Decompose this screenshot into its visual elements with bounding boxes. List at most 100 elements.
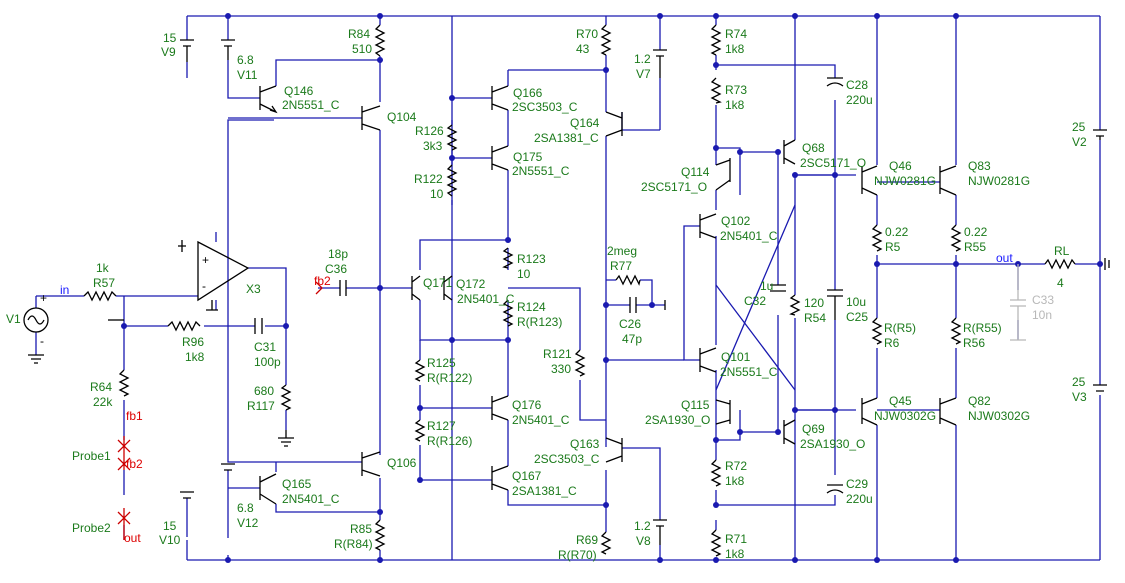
r72-value: 1k8 <box>725 474 745 488</box>
r57-name: R57 <box>93 276 115 290</box>
q69-name: Q69 <box>802 422 825 436</box>
battery-v9-symbol <box>180 39 194 62</box>
capacitor-c31-symbol <box>254 318 263 334</box>
resistor-r127-symbol <box>414 419 426 442</box>
r55-value: 0.22 <box>964 225 988 239</box>
v7-value: 1.2 <box>634 52 651 66</box>
q166-part: 2SC3503_C <box>512 100 578 114</box>
v12-name: V12 <box>237 516 259 530</box>
r117-name: R117 <box>247 399 275 413</box>
r69-value: R(R70) <box>558 548 597 562</box>
probe1-name: Probe1 <box>72 449 111 463</box>
probe2-name: Probe2 <box>72 521 111 535</box>
battery-v8-symbol <box>653 519 667 545</box>
q45-name: Q45 <box>889 394 912 408</box>
v8-name: V8 <box>636 534 651 548</box>
q146-part: 2N5551_C <box>282 98 340 112</box>
c31-name: C31 <box>254 340 276 354</box>
q114-name: Q114 <box>681 165 710 179</box>
r71-name: R71 <box>725 532 747 546</box>
resistor-r72-symbol <box>710 459 722 487</box>
r121-name: R121 <box>543 347 572 361</box>
r74-name: R74 <box>725 27 747 41</box>
battery-v3-symbol <box>1093 384 1107 392</box>
v8-value: 1.2 <box>634 519 651 533</box>
q102-name: Q102 <box>721 214 751 228</box>
r127-value: R(R126) <box>427 434 472 448</box>
v11-value: 6.8 <box>237 53 254 67</box>
v2-name: V2 <box>1072 135 1087 149</box>
v2-value: 25 <box>1072 120 1086 134</box>
resistor-r123-symbol <box>502 247 514 269</box>
capacitor-c26-symbol <box>629 297 637 313</box>
r124-value: R(R123) <box>517 315 562 329</box>
c26-value: 47p <box>622 332 642 346</box>
resistor-r126-symbol <box>446 124 458 151</box>
q106-name: Q106 <box>387 456 417 470</box>
c28-name: C28 <box>846 78 868 92</box>
q175-name: Q175 <box>513 150 543 164</box>
svg-text:+: + <box>40 291 47 305</box>
capacitor-c28-symbol <box>826 77 844 87</box>
r124-name: R124 <box>517 300 546 314</box>
opamp-x3-symbol <box>197 240 250 302</box>
q164-name: Q164 <box>570 116 600 130</box>
r123-value: 10 <box>517 267 531 281</box>
q46-name: Q46 <box>889 159 912 173</box>
q101-part: 2N5551_C <box>720 365 778 379</box>
r125-value: R(R122) <box>427 371 472 385</box>
resistor-r117-symbol <box>280 384 292 411</box>
q164-part: 2SA1381_C <box>534 131 599 145</box>
battery-v10-symbol <box>180 491 194 499</box>
resistor-r55-symbol <box>950 224 962 252</box>
svg-text:-: - <box>202 279 206 293</box>
junctions <box>121 13 1103 563</box>
resistor-r124-symbol <box>502 299 514 327</box>
capacitor-c32-symbol <box>770 284 786 292</box>
r96-value: 1k8 <box>185 350 205 364</box>
rl-name: RL <box>1054 244 1070 258</box>
c29-name: C29 <box>846 477 868 491</box>
r77-name: R77 <box>610 259 632 273</box>
v10-name: V10 <box>159 533 181 547</box>
r6-value: R(R5) <box>884 321 916 335</box>
r64-name: R64 <box>90 380 112 394</box>
node-fb2-cap: fb2 <box>314 274 331 288</box>
resistor-r74-symbol <box>710 24 722 56</box>
battery-v12-symbol <box>221 463 235 471</box>
r5-value: 0.22 <box>885 225 909 239</box>
q172-part: 2N5401_C <box>457 292 515 306</box>
node-in: in <box>60 283 69 297</box>
labels: 15 V9 6.8 V11 15 V10 6.8 V12 V1 R84 510 … <box>6 27 1087 562</box>
v1-name: V1 <box>6 312 21 326</box>
wiring <box>35 15 1101 561</box>
r6-name: R6 <box>884 336 900 350</box>
v12-value: 6.8 <box>237 501 254 515</box>
r5-name: R5 <box>885 240 901 254</box>
q165-part: 2N5401_C <box>282 492 340 506</box>
resistor-r84-symbol <box>374 24 386 57</box>
node-out-main: out <box>996 251 1013 265</box>
rl-value: 4 <box>1057 276 1064 290</box>
r54-name: R54 <box>804 311 826 325</box>
r73-value: 1k8 <box>725 98 745 112</box>
resistor-r85-symbol <box>374 519 386 551</box>
capacitor-c25-symbol <box>827 289 843 320</box>
node-out-probe: out <box>124 531 141 545</box>
c29-value: 220u <box>846 492 873 506</box>
r54-value: 120 <box>804 296 824 310</box>
r127-name: R127 <box>427 419 456 433</box>
v7-name: V7 <box>636 67 651 81</box>
r74-value: 1k8 <box>725 42 745 56</box>
r70-name: R70 <box>576 27 598 41</box>
r125-name: R125 <box>427 356 456 370</box>
resistor-rl-symbol <box>1044 258 1076 270</box>
ac-source-v1-symbol <box>23 307 49 333</box>
c26-name: C26 <box>619 317 641 331</box>
v9-value: 15 <box>163 31 177 45</box>
resistor-r77-symbol <box>615 274 641 286</box>
r85-name: R85 <box>350 522 372 536</box>
r77-value: 2meg <box>607 244 637 258</box>
x3-name: X3 <box>246 282 261 296</box>
